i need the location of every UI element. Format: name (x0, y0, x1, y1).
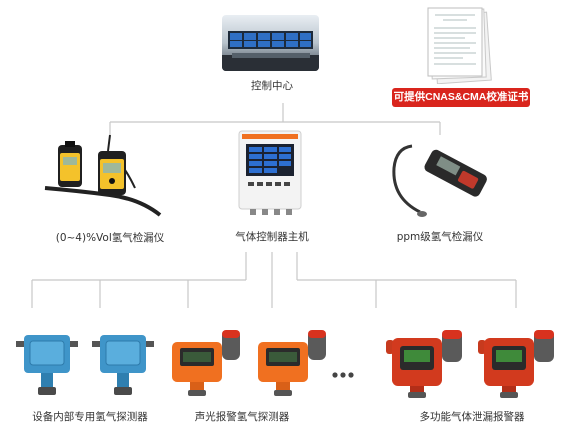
red-detector-1-image (386, 326, 466, 400)
orange-detector-2-image (254, 326, 332, 398)
sound-light-detector-label: 声光报警氢气探测器 (194, 411, 290, 423)
ppm-detector-label: ppm级氢气检漏仪 (396, 231, 484, 243)
certificate-image (425, 6, 493, 85)
orange-detector-1-image (168, 326, 246, 398)
blue-detector-2-image (90, 333, 156, 397)
in-equipment-detector-label: 设备内部专用氢气探测器 (32, 411, 148, 423)
control-center-image (222, 15, 319, 71)
red-detector-2-image (478, 326, 558, 400)
gas-controller-label: 气体控制器主机 (235, 231, 309, 243)
certificate-button[interactable]: 可提供CNAS&CMA校准证书 (392, 88, 530, 107)
more-dots (332, 364, 354, 378)
blue-detector-1-image (14, 333, 80, 397)
multifunction-detector-label: 多功能气体泄漏报警器 (419, 411, 525, 423)
ppm-detector-image (382, 138, 492, 220)
gas-controller-image (238, 130, 302, 218)
portable-vol-detector-image (40, 133, 170, 223)
portable-vol-detector-label: (0~4)%Vol氢气检漏仪 (55, 232, 165, 244)
control-center-label: 控制中心 (251, 80, 293, 92)
